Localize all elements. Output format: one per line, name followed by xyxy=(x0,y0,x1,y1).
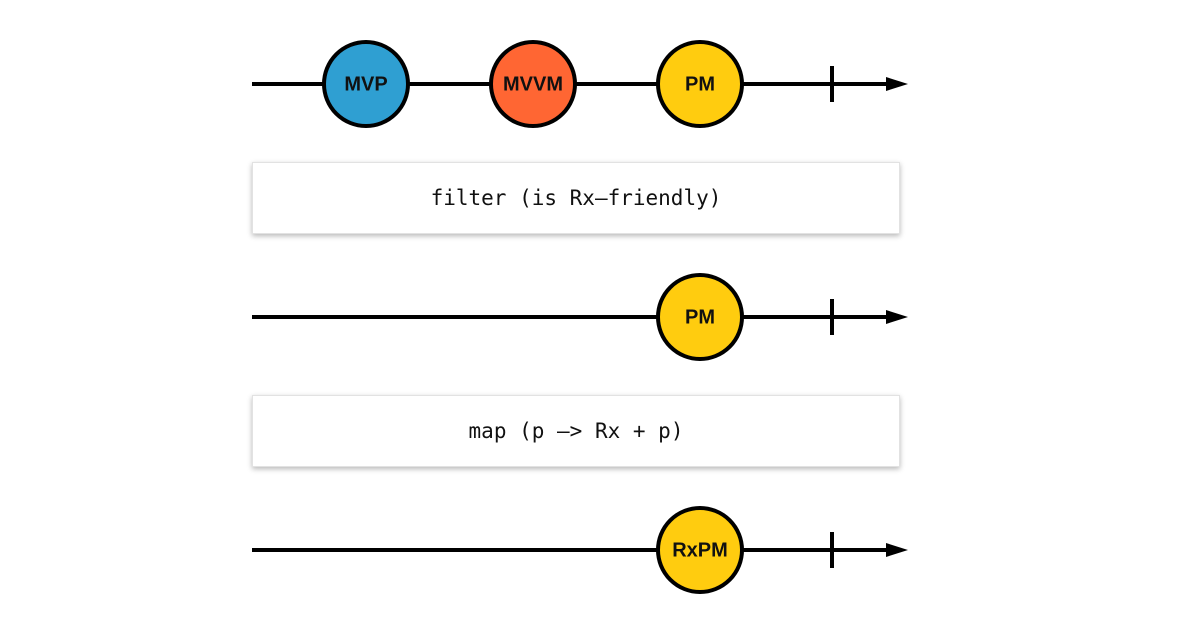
timeline-arrowhead xyxy=(886,77,908,91)
marble-mvvm: MVVM xyxy=(489,40,577,128)
filtered-stream: PM xyxy=(0,257,1200,377)
input-stream-svg: MVP MVVM PM xyxy=(252,40,908,128)
timeline-arrowhead xyxy=(886,543,908,557)
marble-circle xyxy=(322,40,410,128)
map-operator-label: map (p –> Rx + p) xyxy=(468,419,684,443)
marble-circle xyxy=(656,273,744,361)
marble-circle xyxy=(489,40,577,128)
marble-pm: PM xyxy=(656,273,744,361)
marble-rxpm: RxPM xyxy=(656,506,744,594)
mapped-stream: RxPM xyxy=(0,490,1200,610)
marble-label: PM xyxy=(685,73,715,95)
marble-label: PM xyxy=(685,306,715,328)
marble-circle xyxy=(656,40,744,128)
filter-operator-label: filter (is Rx–friendly) xyxy=(430,186,722,210)
mapped-stream-svg: RxPM xyxy=(252,506,908,594)
marble-pm: PM xyxy=(656,40,744,128)
input-stream: MVP MVVM PM xyxy=(0,24,1200,144)
map-operator-box: map (p –> Rx + p) xyxy=(252,395,900,467)
marble-label: MVP xyxy=(344,73,387,95)
filtered-stream-svg: PM xyxy=(252,273,908,361)
marble-circle xyxy=(656,506,744,594)
marble-label: RxPM xyxy=(672,539,728,561)
marble-mvp: MVP xyxy=(322,40,410,128)
timeline-arrowhead xyxy=(886,310,908,324)
marble-label: MVVM xyxy=(503,73,563,95)
filter-operator-box: filter (is Rx–friendly) xyxy=(252,162,900,234)
